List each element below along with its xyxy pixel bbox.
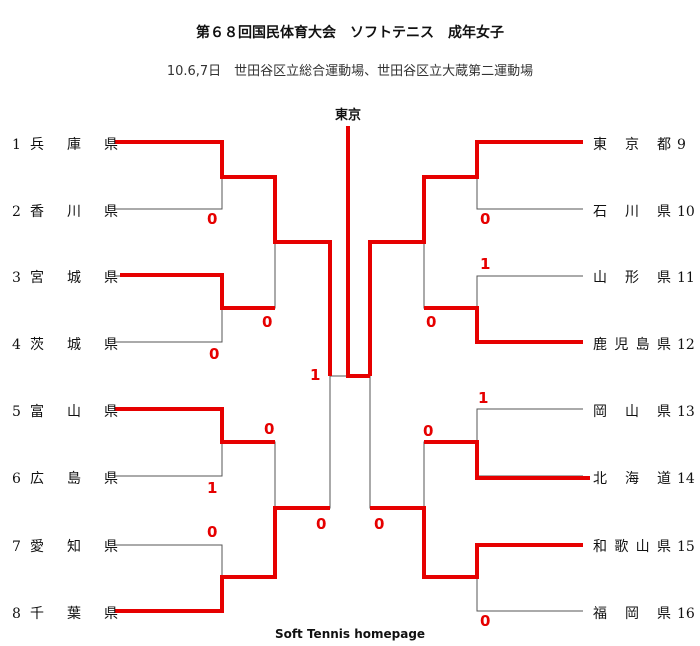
winner-path-wakayama — [370, 506, 583, 579]
team-name: 山形県 — [593, 270, 671, 286]
event-subtitle: 10.6,7日 世田谷区立総合運動場、世田谷区立大蔵第二運動場 — [166, 64, 534, 79]
score-left-r2-b: 0 — [264, 420, 275, 438]
score-right-r2-a: 0 — [426, 313, 437, 331]
team-seed: 8 — [12, 606, 21, 622]
bracket-line-r-r1-d — [476, 544, 583, 612]
bracket-line-r-r1-a — [476, 142, 583, 210]
team-right-9: 東京都 9 — [593, 134, 700, 154]
team-right-11: 山形県 11 — [593, 267, 700, 287]
score-right-r2-b: 0 — [423, 422, 434, 440]
bracket-line-l-r1-b — [115, 275, 223, 343]
team-name: 福岡県 — [593, 606, 671, 622]
score-right-r1-b: 1 — [480, 255, 491, 273]
winner-path-chiba — [115, 506, 330, 613]
team-left-3: 3 宮城県 — [12, 267, 118, 287]
score-left-r1-a: 0 — [207, 210, 218, 228]
winner-path-toyama — [115, 407, 275, 444]
team-seed: 12 — [677, 337, 695, 353]
score-right-r1-c: 1 — [478, 389, 489, 407]
team-seed: 4 — [12, 337, 21, 353]
bracket-line-l-r1-c — [115, 408, 223, 477]
team-name: 北海道 — [593, 471, 671, 487]
team-seed: 6 — [12, 471, 21, 487]
footer-credit: Soft Tennis homepage — [274, 627, 426, 641]
score-left-r2-a: 0 — [262, 313, 273, 331]
team-seed: 14 — [677, 471, 695, 487]
bracket-line-r-r1-b — [476, 275, 583, 343]
winner-paths — [115, 126, 590, 613]
champion-label: 東京 — [334, 108, 361, 123]
bracket-line-r-r2-b — [423, 441, 477, 578]
team-seed: 1 — [12, 137, 21, 153]
bracket-line-r-r2-a — [423, 176, 477, 309]
team-right-10: 石川県 10 — [593, 201, 700, 221]
bracket-line-r-r3 — [369, 241, 424, 509]
team-name: 茨城県 — [30, 337, 118, 353]
team-right-15: 和歌山県 15 — [593, 536, 700, 556]
page-title: 第６８回国民体育大会 ソフトテニス 成年女子 — [196, 25, 504, 41]
winner-path-hyogo — [115, 140, 332, 376]
score-left-r1-b: 0 — [209, 345, 220, 363]
score-left-r1-d: 0 — [207, 523, 218, 541]
score-right-r1-a: 0 — [480, 210, 491, 228]
score-right-r1-d: 0 — [480, 612, 491, 630]
team-left-8: 8 千葉県 — [12, 603, 118, 623]
score-left-r1-c: 1 — [207, 479, 218, 497]
team-right-13: 岡山県 13 — [593, 401, 700, 421]
bracket-line-r-r1-c — [476, 408, 583, 477]
team-name: 岡山県 — [593, 404, 671, 420]
team-seed: 15 — [677, 539, 695, 555]
team-name: 和歌山県 — [593, 539, 671, 555]
team-seed: 2 — [12, 204, 21, 220]
score-left-final: 0 — [316, 515, 327, 533]
team-left-4: 4 茨城県 — [12, 334, 118, 354]
bracket-line-l-r1-a — [115, 142, 223, 210]
winner-path-champion — [346, 126, 370, 378]
team-name: 宮城県 — [30, 270, 118, 286]
bracket-line-l-r3 — [275, 241, 331, 509]
team-right-14: 北海道 14 — [593, 468, 700, 488]
winner-path-miyagi — [120, 273, 275, 310]
winner-path-tokyo — [368, 140, 583, 376]
team-seed: 9 — [677, 137, 686, 153]
team-name: 千葉県 — [30, 606, 118, 622]
team-seed: 11 — [677, 270, 695, 286]
team-seed: 5 — [12, 404, 21, 420]
team-left-2: 2 香川県 — [12, 201, 118, 221]
team-name: 鹿児島県 — [593, 337, 671, 353]
team-name: 石川県 — [593, 204, 671, 220]
team-name: 広島県 — [30, 471, 118, 487]
team-name: 東京都 — [593, 137, 671, 153]
team-name: 香川県 — [30, 204, 118, 220]
team-name: 愛知県 — [30, 539, 118, 555]
team-seed: 7 — [12, 539, 21, 555]
team-left-6: 6 広島県 — [12, 468, 118, 488]
bracket-line-l-r2-b — [222, 441, 276, 578]
team-right-16: 福岡県 16 — [593, 603, 700, 623]
team-name: 兵庫県 — [30, 137, 118, 153]
team-left-5: 5 富山県 — [12, 401, 118, 421]
bracket-line-l-r2-a — [222, 176, 276, 309]
team-right-12: 鹿児島県 12 — [593, 334, 700, 354]
team-name: 富山県 — [30, 404, 118, 420]
bracket-line-l-r1-d — [115, 544, 223, 612]
score-right-r3: 0 — [374, 515, 385, 533]
team-seed: 3 — [12, 270, 21, 286]
team-left-7: 7 愛知県 — [12, 536, 118, 556]
team-seed: 13 — [677, 404, 695, 420]
score-left-r3: 1 — [310, 366, 321, 384]
winner-path-hokkaido — [424, 440, 590, 480]
team-seed: 10 — [677, 204, 695, 220]
team-seed: 16 — [677, 606, 695, 622]
team-left-1: 1 兵庫県 — [12, 134, 118, 154]
winner-path-kagoshima — [424, 306, 583, 344]
